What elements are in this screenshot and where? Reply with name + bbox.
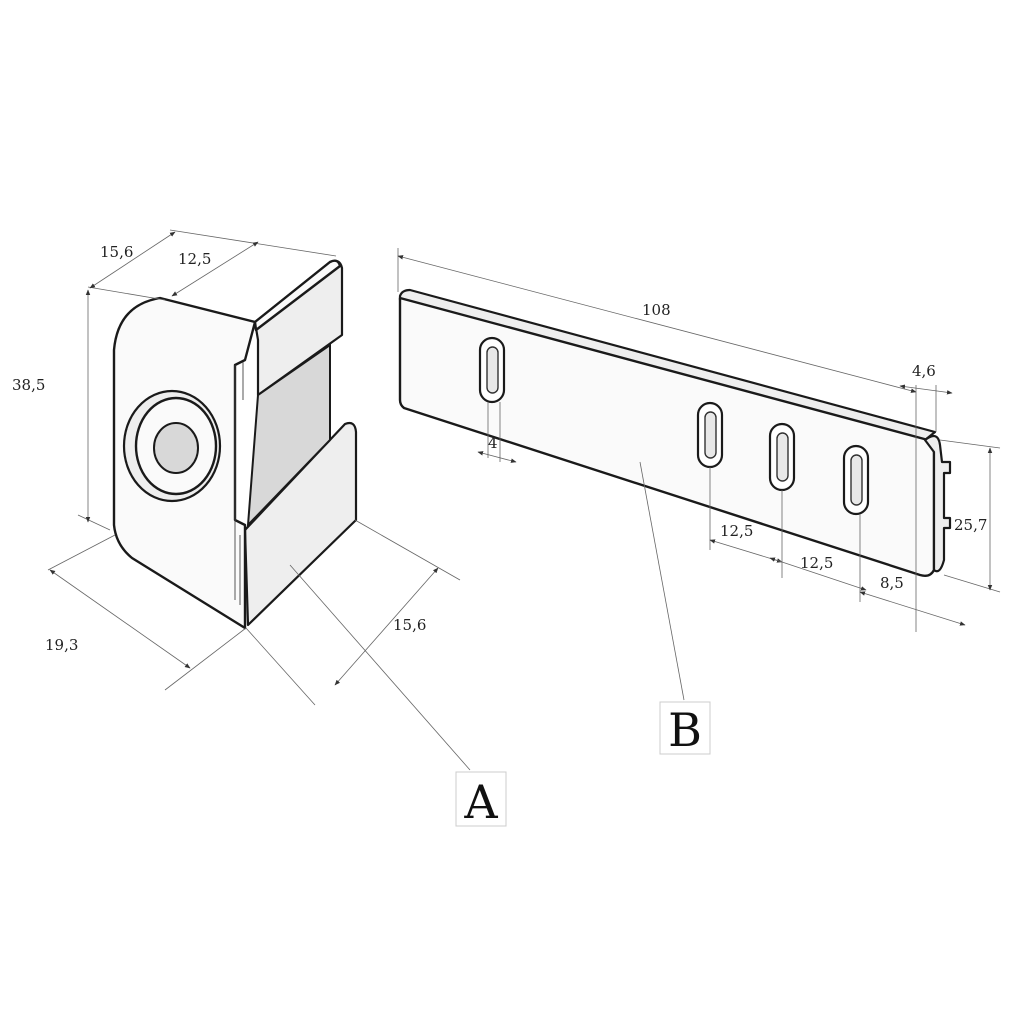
part-b-slot-2 xyxy=(696,401,724,469)
dim-b-height: 25,7 xyxy=(954,516,987,534)
part-b-slot-4 xyxy=(842,444,870,516)
dim-b-slot-pitch-2: 12,5 xyxy=(800,554,833,572)
dim-a-top-width: 12,5 xyxy=(178,250,211,268)
part-b-letter: B xyxy=(668,703,702,757)
part-a-back-wall xyxy=(246,343,331,528)
part-a-top-flange-face xyxy=(253,259,342,332)
part-a-bottom-flange xyxy=(243,421,358,627)
part-a-letter: A xyxy=(463,775,498,829)
part-a-label: A xyxy=(455,771,507,829)
dim-a-base-depth: 15,6 xyxy=(393,616,426,634)
part-a-bracket xyxy=(112,259,358,630)
dim-b-length: 108 xyxy=(642,301,671,319)
dim-a-top-depth: 15,6 xyxy=(100,243,133,261)
dim-b-slot-width: 4 xyxy=(488,434,498,452)
dim-b-slot-pitch-1: 12,5 xyxy=(720,522,753,540)
dim-b-end-offset: 8,5 xyxy=(880,574,904,592)
dim-a-base-width: 19,3 xyxy=(45,636,78,654)
part-b-face xyxy=(398,296,936,578)
part-b-slot-1 xyxy=(478,336,506,404)
part-a-dimensions: 15,6 12,5 38,5 19,3 15,6 xyxy=(12,229,471,771)
part-b-dimensions: 108 4,6 4 12,5 12,5 8,5 25,7 xyxy=(397,248,1001,701)
dim-a-height: 38,5 xyxy=(12,376,45,394)
part-b-slot-3 xyxy=(768,422,796,492)
part-b-label: B xyxy=(659,701,711,757)
part-a-hole-icon xyxy=(153,422,199,474)
part-b-end-face xyxy=(923,434,952,573)
dim-b-thickness: 4,6 xyxy=(912,362,936,380)
part-b-strip xyxy=(398,288,952,578)
